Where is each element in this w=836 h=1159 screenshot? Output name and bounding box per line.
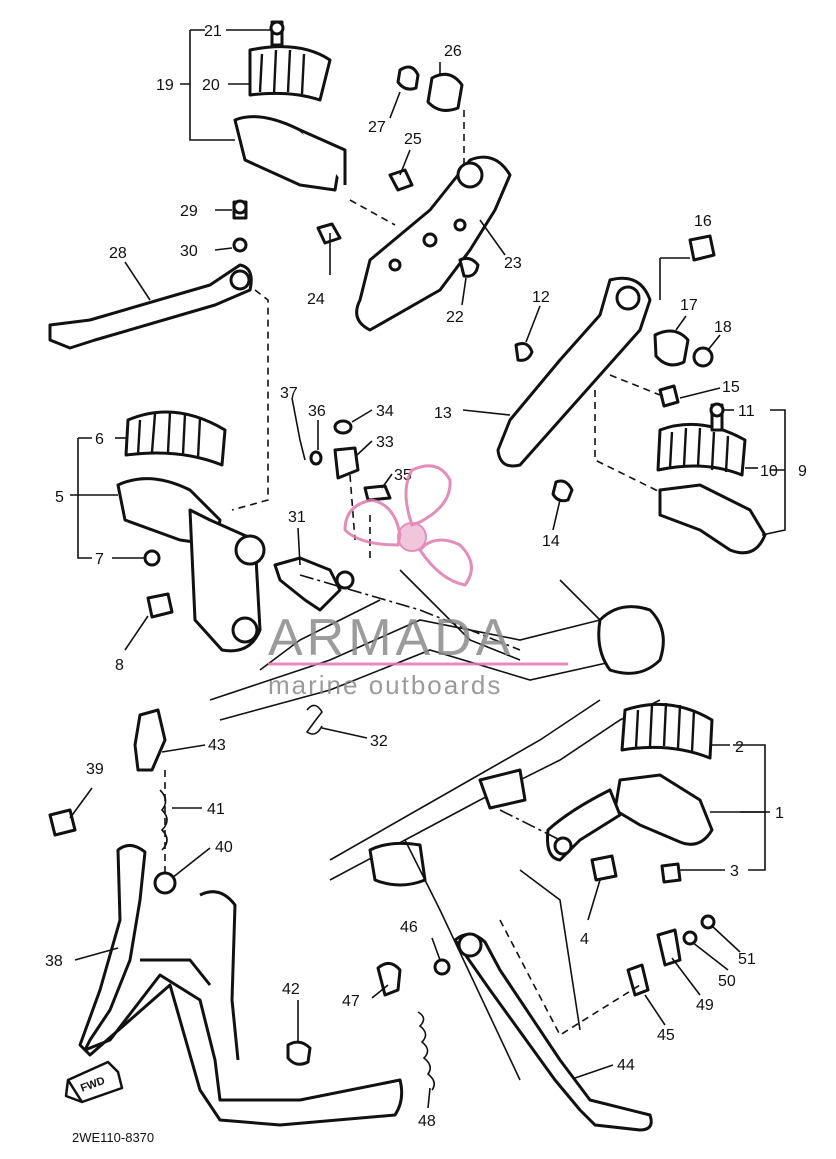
part-label: 24 <box>307 291 325 308</box>
part-label: 10 <box>760 463 778 480</box>
part-label: 26 <box>444 43 462 60</box>
footrest-assembly-rear-right <box>656 402 767 555</box>
footrest-assembly-rear-left <box>233 20 347 192</box>
part-label: 48 <box>418 1113 436 1130</box>
part-label: 2 <box>735 739 744 756</box>
part-label: 12 <box>532 289 550 306</box>
part-label: 14 <box>542 533 560 550</box>
part-label: 29 <box>180 203 198 220</box>
part-label: 23 <box>504 255 522 272</box>
watermark-subtitle: marine outboards <box>268 670 502 700</box>
part-label: 31 <box>288 509 306 526</box>
part-label: 46 <box>400 919 418 936</box>
part-label: 49 <box>696 997 714 1014</box>
fwd-arrow-icon <box>64 1060 124 1104</box>
part-label: 1 <box>775 805 784 822</box>
rear-bracket-left <box>316 65 512 332</box>
part-label: 47 <box>342 993 360 1010</box>
part-label: 45 <box>657 1027 675 1044</box>
part-label: 50 <box>718 973 736 990</box>
part-label: 33 <box>376 434 394 451</box>
side-stand <box>376 914 716 1132</box>
assembly-lines <box>164 110 661 1037</box>
part-label: 5 <box>55 489 64 506</box>
part-label: 38 <box>45 953 63 970</box>
part-label: 9 <box>798 463 807 480</box>
frame-outline <box>209 569 665 1081</box>
part-label: 22 <box>446 309 464 326</box>
footrest-assembly-front-right <box>546 702 714 884</box>
center-stand <box>48 708 404 1127</box>
part-label: 34 <box>376 403 394 420</box>
part-label: 18 <box>714 319 732 336</box>
part-label: 21 <box>204 23 222 40</box>
part-label: 15 <box>722 379 740 396</box>
part-label: 32 <box>370 733 388 750</box>
part-label: 19 <box>156 77 174 94</box>
part-label: 42 <box>282 981 300 998</box>
part-label: 40 <box>215 839 233 856</box>
leader-lines <box>69 29 786 1109</box>
part-label: 11 <box>738 403 755 420</box>
part-label: 51 <box>738 951 756 968</box>
part-label: 27 <box>368 119 386 136</box>
drawing-code: 2WE110-8370 <box>72 1130 154 1145</box>
part-label: 3 <box>730 863 739 880</box>
watermark-title: ARMADA <box>268 609 514 667</box>
part-label: 8 <box>115 657 124 674</box>
part-label: 16 <box>694 213 712 230</box>
brake-shaft-parts <box>273 419 392 735</box>
rear-bracket-right <box>496 234 716 503</box>
part-label: 17 <box>680 297 698 314</box>
part-label: 39 <box>86 761 104 778</box>
part-label: 4 <box>580 931 589 948</box>
part-number-labels: 1 2 3 4 5 6 7 8 9 10 11 12 13 14 15 16 1… <box>45 23 807 1130</box>
part-label: 30 <box>180 243 198 260</box>
part-label: 41 <box>207 801 225 818</box>
part-label: 20 <box>202 77 220 94</box>
part-label: 7 <box>95 551 104 568</box>
part-label: 6 <box>95 431 104 448</box>
fwd-direction-marker: FWD <box>64 1060 124 1104</box>
part-label: 37 <box>280 385 298 402</box>
footrest-assembly-front-left <box>116 410 266 653</box>
part-label: 13 <box>434 405 452 422</box>
brake-pedal <box>48 199 253 350</box>
part-label: 25 <box>404 131 422 148</box>
part-label: 36 <box>308 403 326 420</box>
part-label: 28 <box>109 245 127 262</box>
part-label: 44 <box>617 1057 635 1074</box>
propeller-logo-icon <box>343 464 473 587</box>
part-label: 43 <box>208 737 226 754</box>
armada-watermark: ARMADA marine outboards <box>268 464 568 700</box>
